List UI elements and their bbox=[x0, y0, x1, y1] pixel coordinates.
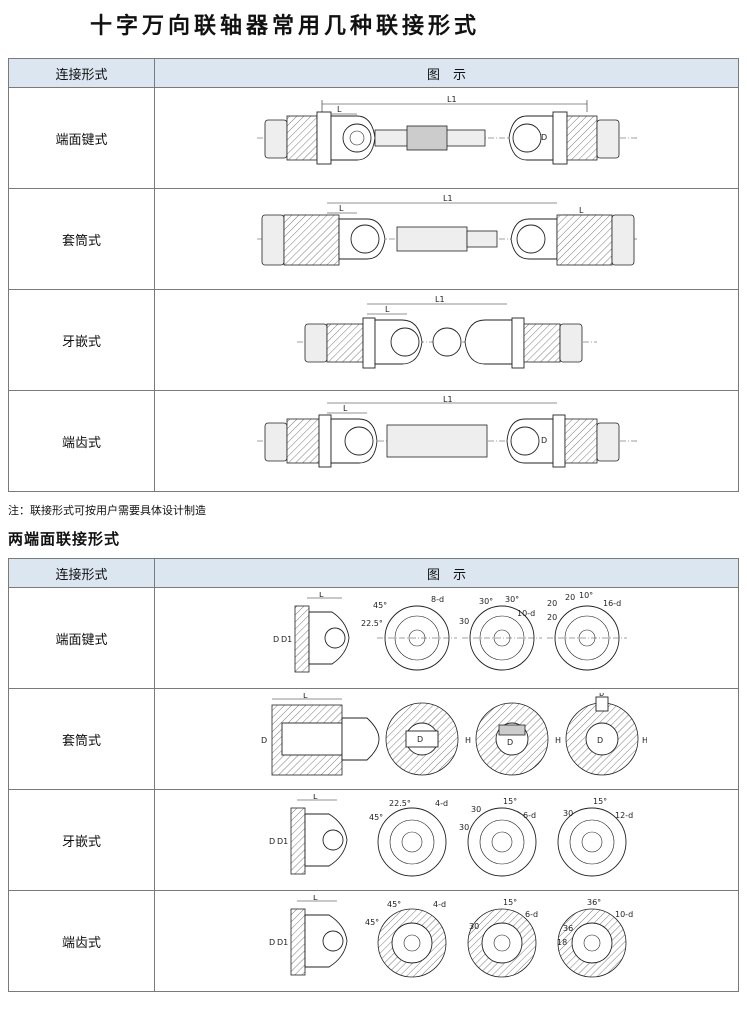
svg-text:D: D bbox=[261, 736, 267, 745]
end-face-table: 连接形式 图 示 端面键式 L D D1 45° 8-d 22.5° 30° bbox=[8, 558, 739, 992]
diagram-sleeve: L1 L L bbox=[154, 188, 739, 290]
table-header-row: 连接形式 图 示 bbox=[8, 58, 739, 88]
svg-text:45°: 45° bbox=[373, 601, 387, 610]
svg-text:30°: 30° bbox=[479, 597, 493, 606]
row-label: 牙嵌式 bbox=[8, 289, 155, 391]
svg-text:D: D bbox=[269, 837, 275, 846]
svg-text:D: D bbox=[541, 436, 547, 445]
svg-text:36: 36 bbox=[563, 924, 573, 933]
svg-text:6-d: 6-d bbox=[523, 811, 536, 820]
svg-text:15°: 15° bbox=[503, 797, 517, 806]
svg-text:22.5°: 22.5° bbox=[389, 799, 411, 808]
diagram-end-face-key: L1 L D bbox=[154, 87, 739, 189]
svg-text:D: D bbox=[541, 133, 547, 142]
header-figure: 图 示 bbox=[154, 558, 739, 588]
diagram-jaw: L1 L D bbox=[154, 289, 739, 391]
svg-text:45°: 45° bbox=[365, 918, 379, 927]
svg-text:D1: D1 bbox=[281, 635, 292, 644]
svg-text:D1: D1 bbox=[277, 837, 288, 846]
svg-text:D: D bbox=[507, 738, 513, 747]
dim-label: L bbox=[339, 204, 344, 213]
row-label: 端齿式 bbox=[8, 390, 155, 492]
svg-text:10-d: 10-d bbox=[615, 910, 633, 919]
svg-text:20: 20 bbox=[565, 593, 575, 602]
svg-text:30: 30 bbox=[563, 809, 573, 818]
connection-types-table: 连接形式 图 示 端面键式 L1 L D bbox=[8, 58, 739, 492]
svg-text:4-d: 4-d bbox=[435, 799, 448, 808]
svg-text:D: D bbox=[269, 938, 275, 947]
svg-text:L: L bbox=[313, 794, 318, 801]
table-row: 套筒式 L D D H D H b D H bbox=[8, 688, 739, 790]
svg-text:D: D bbox=[273, 635, 279, 644]
svg-text:20: 20 bbox=[547, 599, 557, 608]
table-row: 套筒式 L1 L L bbox=[8, 188, 739, 290]
svg-text:D1: D1 bbox=[277, 938, 288, 947]
note-text: 注：联接形式可按用户需要具体设计制造 bbox=[8, 504, 206, 517]
header-connection-type: 连接形式 bbox=[8, 58, 155, 88]
svg-text:4-d: 4-d bbox=[433, 900, 446, 909]
table-row: 端齿式 L D D1 45° 4-d 45° 15° 6-d 30 36° bbox=[8, 890, 739, 992]
dim-label: L bbox=[337, 105, 342, 114]
svg-text:30: 30 bbox=[469, 922, 479, 931]
table-row: 端面键式 L D D1 45° 8-d 22.5° 30° 30° 10-d bbox=[8, 587, 739, 689]
svg-text:8-d: 8-d bbox=[431, 595, 444, 604]
svg-text:10-d: 10-d bbox=[517, 609, 535, 618]
svg-text:18: 18 bbox=[557, 938, 567, 947]
svg-text:30: 30 bbox=[471, 805, 481, 814]
svg-text:H: H bbox=[465, 736, 471, 745]
header-figure: 图 示 bbox=[154, 58, 739, 88]
row-label: 牙嵌式 bbox=[8, 789, 155, 891]
svg-text:30°: 30° bbox=[505, 595, 519, 604]
row-label: 端面键式 bbox=[8, 587, 155, 689]
dim-label: L bbox=[579, 206, 584, 215]
diagram-end-tooth-flanges: L D D1 45° 4-d 45° 15° 6-d 30 36° 10-d 3… bbox=[154, 890, 739, 992]
diagram-jaw-flanges: L D D1 22.5° 4-d 45° 15° 30 6-d 30 15° 3… bbox=[154, 789, 739, 891]
svg-text:30: 30 bbox=[459, 823, 469, 832]
dim-label: L1 bbox=[443, 194, 453, 203]
svg-text:15°: 15° bbox=[503, 898, 517, 907]
svg-text:b: b bbox=[599, 693, 604, 698]
table-row: 牙嵌式 L1 L D bbox=[8, 289, 739, 391]
header-connection-type: 连接形式 bbox=[8, 558, 155, 588]
section-title: 两端面联接形式 bbox=[8, 530, 121, 548]
svg-text:30: 30 bbox=[459, 617, 469, 626]
svg-text:20: 20 bbox=[547, 613, 557, 622]
table-row: 端齿式 L1 L D bbox=[8, 390, 739, 492]
diagram-end-face-key-flange: L D D1 45° 8-d 22.5° 30° 30° 10-d 30 20 bbox=[154, 587, 739, 689]
dim-label: L bbox=[343, 404, 348, 413]
svg-text:L: L bbox=[303, 693, 308, 700]
svg-text:22.5°: 22.5° bbox=[361, 619, 383, 628]
diagram-end-tooth: L1 L D bbox=[154, 390, 739, 492]
row-label: 端齿式 bbox=[8, 890, 155, 992]
svg-text:10°: 10° bbox=[579, 592, 593, 600]
svg-text:6-d: 6-d bbox=[525, 910, 538, 919]
diagram-sleeve-sections: L D D H D H b D H bbox=[154, 688, 739, 790]
dim-label: L1 bbox=[443, 395, 453, 404]
svg-text:H: H bbox=[555, 736, 561, 745]
svg-text:16-d: 16-d bbox=[603, 599, 621, 608]
svg-text:36°: 36° bbox=[587, 898, 601, 907]
dim-label: L bbox=[385, 305, 390, 314]
table-row: 端面键式 L1 L D bbox=[8, 87, 739, 189]
svg-text:45°: 45° bbox=[369, 813, 383, 822]
svg-text:D: D bbox=[417, 735, 423, 744]
svg-text:L: L bbox=[313, 895, 318, 902]
dim-label: L1 bbox=[447, 95, 457, 104]
svg-text:D: D bbox=[597, 736, 603, 745]
svg-text:H: H bbox=[642, 736, 647, 745]
svg-text:45°: 45° bbox=[387, 900, 401, 909]
table-header-row: 连接形式 图 示 bbox=[8, 558, 739, 588]
svg-text:12-d: 12-d bbox=[615, 811, 633, 820]
table-row: 牙嵌式 L D D1 22.5° 4-d 45° 15° 30 6-d 30 bbox=[8, 789, 739, 891]
svg-text:L: L bbox=[319, 592, 324, 599]
row-label: 端面键式 bbox=[8, 87, 155, 189]
dim-label: L1 bbox=[435, 295, 445, 304]
row-label: 套筒式 bbox=[8, 188, 155, 290]
page-title: 十字万向联轴器常用几种联接形式 bbox=[90, 13, 481, 39]
row-label: 套筒式 bbox=[8, 688, 155, 790]
svg-text:15°: 15° bbox=[593, 797, 607, 806]
